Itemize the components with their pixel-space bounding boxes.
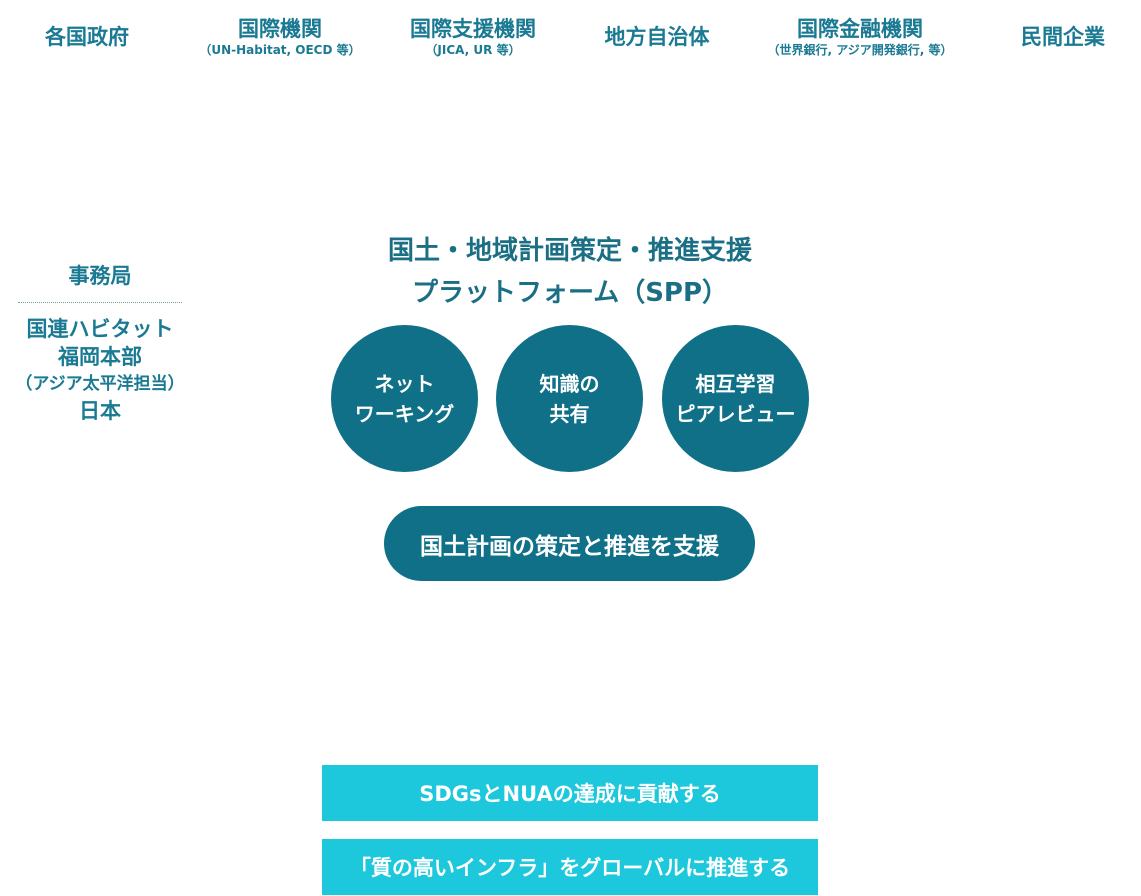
secretariat-line: 国連ハビタット: [26, 317, 174, 341]
secretariat-line: 日本: [79, 399, 121, 423]
secretariat-block: 事務局 国連ハビタット 福岡本部 （アジア太平洋担当） 日本: [10, 256, 190, 425]
platform-title-line: 国土・地域計画策定・推進支援: [387, 236, 752, 266]
goal-label: SDGsとNUAの達成に貢献する: [419, 782, 721, 806]
stakeholder-name: 国際機関: [238, 17, 322, 41]
stakeholder-examples: （UN-Habitat, OECD 等）: [199, 43, 361, 57]
activity-label: 共有: [549, 401, 590, 426]
stakeholder-private-companies: 民間企業: [1000, 12, 1126, 62]
support-pill: 国土計画の策定と推進を支援: [384, 506, 755, 581]
stakeholder-examples: （世界銀行, アジア開発銀行, 等）: [767, 43, 953, 57]
stakeholder-examples: （JICA, UR 等）: [425, 43, 521, 57]
platform-title: 国土・地域計画策定・推進支援 プラットフォーム（SPP）: [320, 230, 820, 314]
stakeholder-governments: 各国政府: [20, 12, 154, 62]
goal-quality-infrastructure: 「質の高いインフラ」をグローバルに推進する: [322, 839, 818, 895]
stakeholder-name: 国際支援機関: [410, 17, 536, 41]
secretariat-line: 福岡本部: [58, 345, 142, 369]
activity-label: 相互学習: [695, 371, 776, 396]
activity-label: ネット: [374, 371, 435, 396]
activity-peer-review: 相互学習 ピアレビュー: [662, 325, 809, 472]
divider: [18, 302, 182, 303]
stakeholder-name: 国際金融機関: [797, 17, 923, 41]
stakeholder-aid-agencies: 国際支援機関 （JICA, UR 等）: [388, 12, 558, 62]
stakeholder-name: 民間企業: [1021, 25, 1105, 49]
stakeholder-name: 地方自治体: [604, 25, 710, 49]
activity-networking: ネット ワーキング: [331, 325, 478, 472]
stakeholder-local-governments: 地方自治体: [582, 12, 732, 62]
secretariat-title: 事務局: [68, 264, 132, 288]
support-label: 国土計画の策定と推進を支援: [420, 533, 719, 560]
stakeholder-financial-institutions: 国際金融機関 （世界銀行, アジア開発銀行, 等）: [750, 12, 970, 62]
stakeholder-international-orgs: 国際機関 （UN-Habitat, OECD 等）: [190, 12, 370, 62]
goal-label: 「質の高いインフラ」をグローバルに推進する: [349, 856, 791, 880]
stakeholder-name: 各国政府: [45, 25, 129, 49]
activity-label: 知識の: [539, 371, 600, 396]
activity-knowledge-sharing: 知識の 共有: [496, 325, 643, 472]
secretariat-line: （アジア太平洋担当）: [15, 374, 185, 394]
activity-label: ピアレビュー: [675, 401, 796, 426]
platform-title-line: プラットフォーム（SPP）: [411, 278, 729, 308]
goal-sdgs-nua: SDGsとNUAの達成に貢献する: [322, 765, 818, 821]
activity-label: ワーキング: [354, 401, 455, 426]
